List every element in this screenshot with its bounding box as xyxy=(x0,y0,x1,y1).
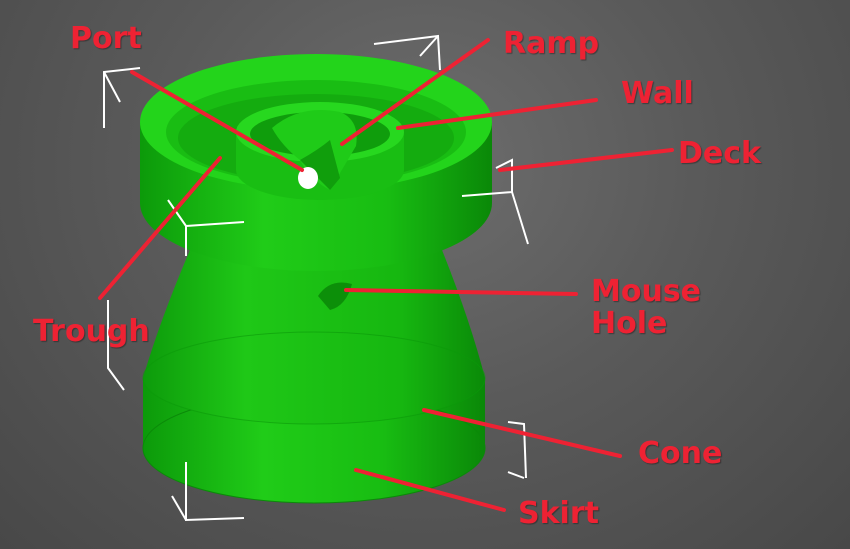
ramp-shape xyxy=(272,110,357,190)
label-mouse-hole: Mouse Hole xyxy=(591,276,711,339)
label-skirt: Skirt xyxy=(518,496,599,531)
port-hole xyxy=(298,167,318,189)
label-wall: Wall xyxy=(621,76,694,111)
label-mouse-hole-line1: Mouse xyxy=(591,274,702,309)
label-cone: Cone xyxy=(638,436,723,471)
cone-shape xyxy=(142,250,486,425)
label-deck: Deck xyxy=(678,136,761,171)
label-port: Port xyxy=(70,21,142,56)
label-mouse-hole-line2: Hole xyxy=(591,305,668,341)
mouse-hole-shape xyxy=(318,282,352,310)
bounding-frame xyxy=(103,34,529,522)
leader-lines xyxy=(98,38,674,512)
label-trough: Trough xyxy=(33,314,150,349)
label-ramp: Ramp xyxy=(503,26,600,61)
